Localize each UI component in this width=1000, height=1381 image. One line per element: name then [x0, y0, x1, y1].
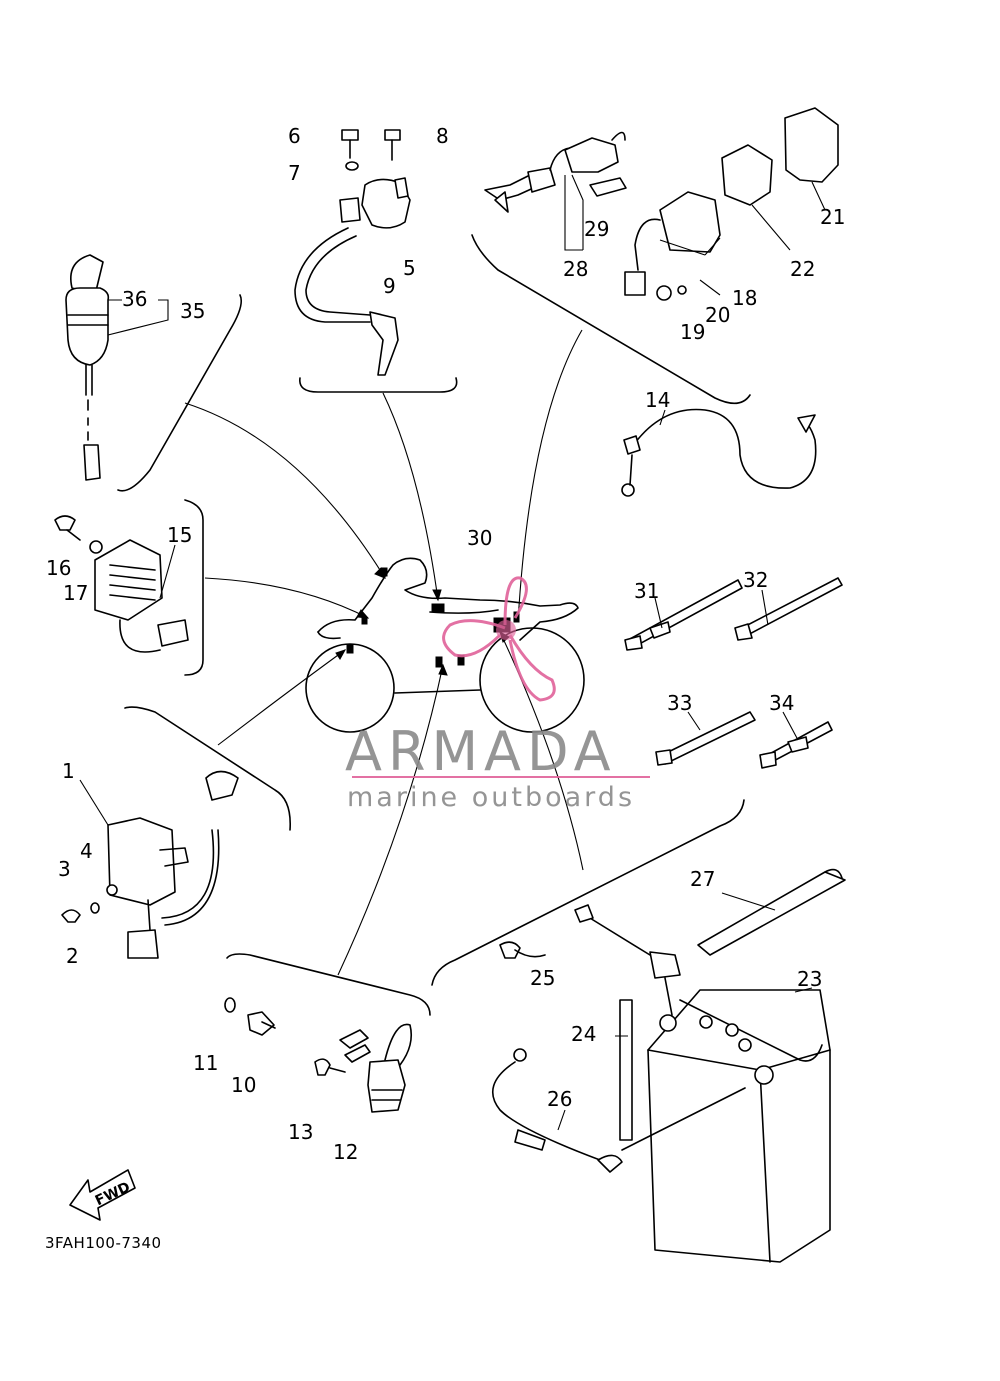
drawing-code: 3FAH100-7340 [45, 1234, 162, 1252]
callout-33: 33 [667, 691, 692, 715]
regulator-mark [361, 616, 368, 625]
part-relays [484, 107, 839, 301]
callout-10: 10 [231, 1073, 256, 1097]
cdi-mark [346, 643, 354, 654]
callout-12: 12 [333, 1140, 358, 1164]
callout-15: 15 [167, 523, 192, 547]
callout-11: 11 [193, 1051, 218, 1075]
callout-5: 5 [403, 256, 416, 280]
switch-mark [435, 656, 443, 668]
fwd-arrow-icon: FWD [69, 1169, 136, 1221]
callout-26: 26 [547, 1087, 572, 1111]
callout-22: 22 [790, 257, 815, 281]
callout-4: 4 [80, 839, 93, 863]
part-battery [491, 868, 846, 1263]
harness-block [431, 603, 445, 613]
callout-16: 16 [46, 556, 71, 580]
brand-underline [352, 776, 650, 778]
callout-7: 7 [288, 161, 301, 185]
callout-34: 34 [769, 691, 794, 715]
watermark-logo: ARMADA marine outboards [345, 576, 650, 813]
callout-17: 17 [63, 581, 88, 605]
leader-arrows [184, 329, 584, 976]
part-cable-ties [624, 577, 843, 769]
callout-20: 20 [705, 303, 730, 327]
callout-24: 24 [571, 1022, 596, 1046]
part-ignition-coil [294, 129, 411, 376]
callout-23: 23 [797, 967, 822, 991]
callout-35: 35 [180, 299, 205, 323]
callout-25: 25 [530, 966, 555, 990]
brand-tagline: marine outboards [347, 782, 635, 813]
callout-14: 14 [645, 388, 670, 412]
callout-19: 19 [680, 320, 705, 344]
callout-18: 18 [732, 286, 757, 310]
part-regulator [54, 515, 189, 653]
part-sensors [224, 997, 413, 1113]
callout-13: 13 [288, 1120, 313, 1144]
callout-21: 21 [820, 205, 845, 229]
callout-36: 36 [122, 287, 147, 311]
callout-6: 6 [288, 124, 301, 148]
callout-29: 29 [584, 217, 609, 241]
callout-labels: 1 2 3 4 5 6 7 8 9 10 11 12 13 14 15 16 1… [46, 124, 845, 1164]
callout-8: 8 [436, 124, 449, 148]
brand-name: ARMADA [345, 720, 617, 783]
part-main-switch [65, 254, 169, 481]
callout-30: 30 [467, 526, 492, 550]
part-wire-lead [621, 408, 817, 497]
group-brackets [117, 234, 751, 1016]
callout-27: 27 [690, 867, 715, 891]
main-switch-mark [381, 567, 388, 577]
callout-2: 2 [66, 944, 79, 968]
part-cdi-unit [61, 770, 239, 959]
callout-31: 31 [634, 579, 659, 603]
callout-32: 32 [743, 568, 768, 592]
callout-1: 1 [62, 759, 75, 783]
callout-28: 28 [563, 257, 588, 281]
callout-9: 9 [383, 274, 396, 298]
callout-3: 3 [58, 857, 71, 881]
propeller-icon [442, 576, 556, 702]
